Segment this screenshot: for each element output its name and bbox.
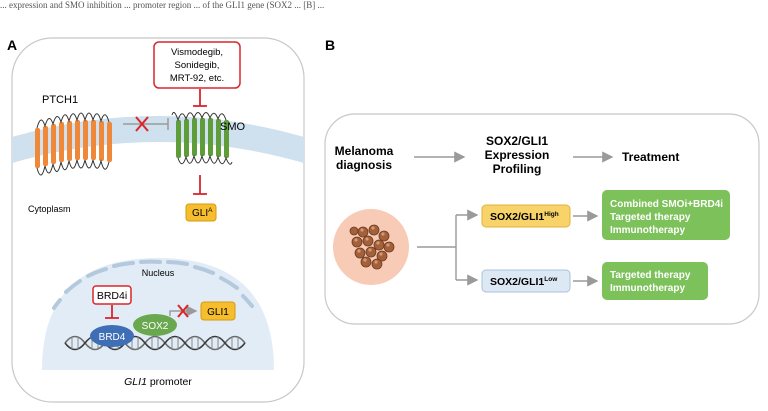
promoter-gene-label: GLI1 — [124, 376, 147, 388]
branch-connector — [417, 209, 479, 286]
low-expression-superscript: Low — [544, 276, 558, 283]
low-expression-label: SOX2/GLI1 — [490, 276, 544, 288]
promoter-label: promoter — [147, 376, 192, 388]
svg-text:SOX2/GLI1High: SOX2/GLI1High — [490, 211, 559, 223]
high-treatment-line3: Immunotherapy — [610, 225, 685, 236]
step-treatment: Treatment — [622, 150, 679, 164]
low-treatment-line2: Immunotherapy — [610, 283, 685, 294]
gli1-label: GLI1 — [207, 307, 229, 318]
melanoma-cell-cluster — [333, 209, 409, 285]
sox2-protein — [133, 314, 177, 336]
smo-inhibitor-box — [153, 41, 241, 89]
step-profiling-line1: SOX2/GLI1 — [486, 134, 548, 148]
high-treatment-box — [602, 190, 730, 240]
brd4-protein — [90, 325, 134, 347]
smo-receptor — [171, 111, 233, 165]
brd4i-label: BRD4i — [97, 290, 127, 302]
step-melanoma-line2: diagnosis — [336, 158, 392, 172]
ptch1-receptor — [35, 112, 112, 176]
nucleus-label: Nucleus — [142, 268, 175, 278]
drug-line-3: MRT-92, etc. — [170, 73, 224, 84]
svg-text:GLIA: GLIA — [192, 207, 213, 219]
figure-caption-clipped: ... expression and SMO inhibition ... pr… — [0, 0, 325, 10]
svg-text:SOX2/GLI1Low: SOX2/GLI1Low — [490, 276, 558, 288]
step-melanoma-line1: Melanoma — [335, 144, 394, 158]
glia-label: GLI — [192, 208, 208, 219]
high-expression-superscript: High — [544, 211, 558, 218]
ptch1-label: PTCH1 — [42, 94, 78, 106]
panel-a-letter: A — [7, 37, 17, 53]
low-expression-box — [481, 269, 571, 293]
glia-box — [185, 203, 217, 222]
high-expression-label: SOX2/GLI1 — [490, 211, 544, 223]
step-profiling-line3: Profiling — [493, 162, 542, 176]
step-profiling-line2: Expression — [485, 148, 550, 162]
ptch1-inhibits-smo-blocked — [123, 116, 169, 132]
drug-inhibits-smo-arrow — [193, 89, 207, 107]
smo-label: SMO — [220, 121, 246, 133]
brd4i-inhibits-brd4-arrow — [105, 305, 119, 319]
smo-inhibits-glia-arrow — [193, 175, 207, 195]
high-treatment-line1: Combined SMOi+BRD4i — [610, 199, 723, 210]
low-treatment-line1: Targeted therapy — [610, 270, 691, 281]
gli1-box — [200, 301, 236, 321]
svg-text:GLI1 promoter: GLI1 promoter — [124, 376, 192, 388]
sox2-to-gli1-blocked — [169, 304, 198, 318]
drug-line-1: Vismodegib, — [171, 47, 223, 58]
drug-line-2: Sonidegib, — [175, 60, 220, 71]
panel-b-letter: B — [325, 37, 335, 53]
glia-superscript: A — [208, 207, 213, 214]
high-treatment-line2: Targeted therapy — [610, 212, 691, 223]
brd4-label: BRD4 — [99, 332, 126, 343]
cytoplasm-label: Cytoplasm — [28, 204, 71, 214]
sox2-label: SOX2 — [142, 321, 169, 332]
low-treatment-box — [602, 262, 708, 300]
high-expression-box — [481, 204, 571, 228]
brd4i-box — [92, 285, 132, 305]
